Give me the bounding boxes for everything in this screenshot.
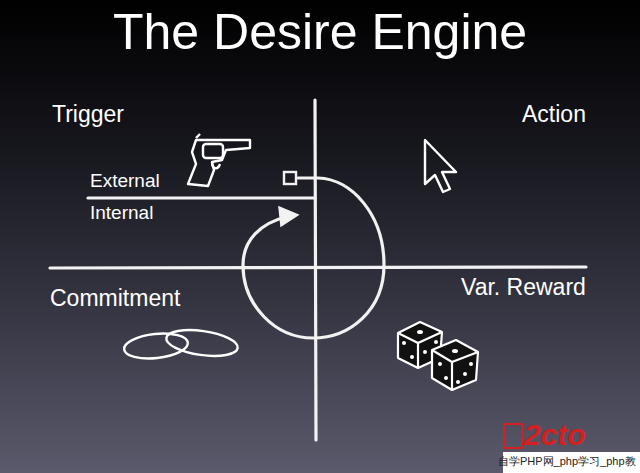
trigger-divider (88, 196, 315, 199)
loop-arrowhead (279, 207, 298, 226)
watermark-logo-text: 2cto (524, 418, 586, 453)
dice-icon (398, 322, 478, 390)
cursor-icon (425, 140, 456, 192)
quadrant-label: Trigger (52, 101, 124, 127)
quadrant-label: Action (522, 101, 586, 127)
revolver-icon (188, 134, 250, 186)
trigger-type-label: Internal (90, 202, 153, 224)
chain-rings-icon (123, 326, 239, 361)
watermark-logo (504, 424, 522, 448)
quadrant-label: Var. Reward (461, 274, 586, 300)
loop-start-square (284, 172, 296, 184)
quadrant-label: Commitment (50, 285, 180, 311)
vertical-axis (315, 100, 316, 440)
horizontal-axis (50, 267, 586, 268)
diagram-title: The Desire Engine (113, 4, 527, 62)
trigger-type-label: External (90, 170, 160, 192)
loop-circle (243, 178, 384, 338)
watermark-text: 自学PHP网_php学习_php教 (498, 455, 636, 468)
